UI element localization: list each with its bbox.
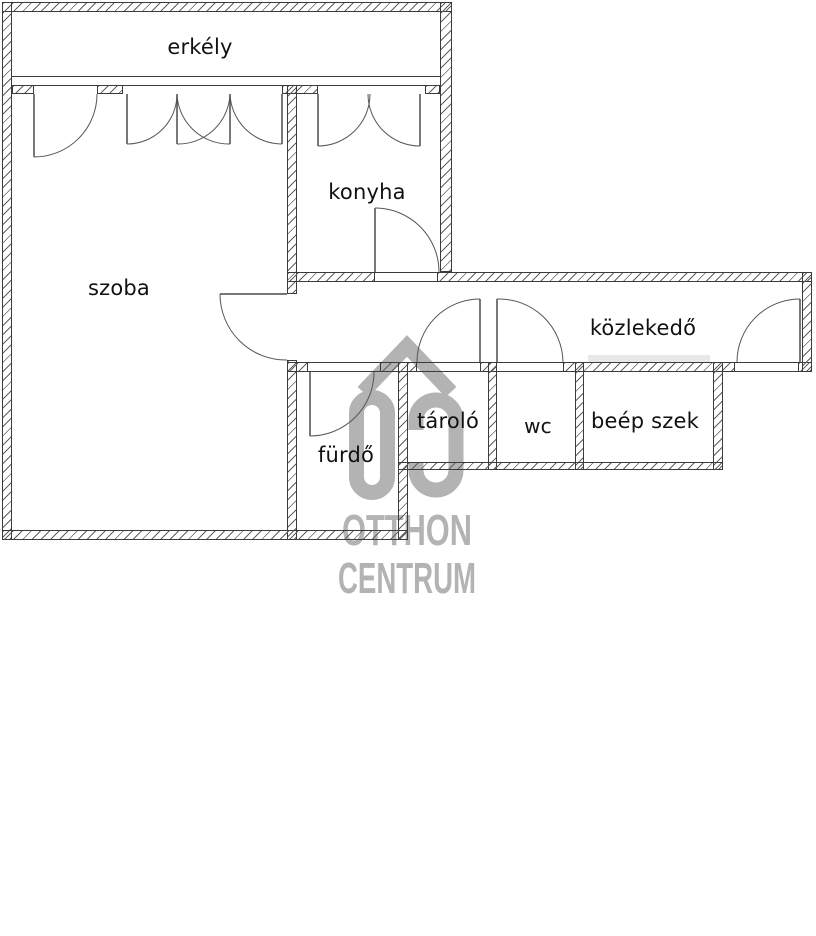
room-label-kozlekedo: közlekedő	[589, 316, 697, 340]
room-label-erkely: erkély	[167, 35, 233, 59]
wall-szoba-top-seg2	[97, 85, 123, 94]
watermark-letter-c	[408, 392, 464, 498]
wall-corridor-bottom-seg4	[563, 362, 735, 372]
balcony-inner-edge-line	[12, 76, 440, 77]
room-label-beep-szek: beép szek	[590, 409, 700, 433]
watermark-letter-o	[349, 390, 395, 500]
wall-corridor-right	[802, 272, 812, 372]
wall-divider-upper	[287, 85, 297, 294]
konyha-door-arc	[374, 207, 440, 273]
wardrobe-front-strip	[588, 355, 710, 362]
wall-small-rooms-bottom	[398, 462, 723, 470]
szoba-door-arc	[219, 293, 288, 361]
balcony-door-arc	[33, 93, 98, 158]
room-label-furdo: fürdő	[317, 443, 375, 467]
wc-door-arc	[496, 298, 564, 363]
wall-corridor-bottom-seg1	[287, 362, 308, 372]
furdo-door-arc	[309, 371, 375, 437]
entry-door-arc	[736, 298, 801, 363]
room-label-wc: wc	[524, 414, 552, 438]
room-label-szoba: szoba	[87, 276, 151, 300]
wall-main-bottom	[2, 530, 408, 540]
wall-corridor-top-seg1	[287, 272, 375, 282]
room-label-tarolo: tároló	[416, 409, 480, 433]
konyha-window-arc1	[317, 93, 371, 147]
room-label-konyha: konyha	[328, 180, 406, 204]
watermark-text-line2: CENTRUM	[338, 554, 476, 603]
szoba-window-arc4	[229, 93, 283, 145]
konyha-window-arc2	[367, 93, 421, 147]
watermark-roof-icon	[357, 335, 457, 398]
wall-outer-right-konyha	[440, 2, 452, 272]
wall-szoba-top-seg1	[12, 85, 34, 94]
wall-szoba-top-seg3	[282, 85, 318, 94]
wall-szoba-top-run	[12, 85, 440, 94]
szoba-window-arc2	[176, 93, 231, 145]
wall-corridor-bottom-run	[287, 362, 812, 372]
wall-konyha-top-seg	[425, 85, 440, 94]
tarolo-door-arc	[416, 298, 481, 363]
szoba-window-arc1	[126, 93, 178, 145]
door-window-swings	[33, 93, 801, 437]
szoba-window-arc3	[176, 93, 231, 145]
